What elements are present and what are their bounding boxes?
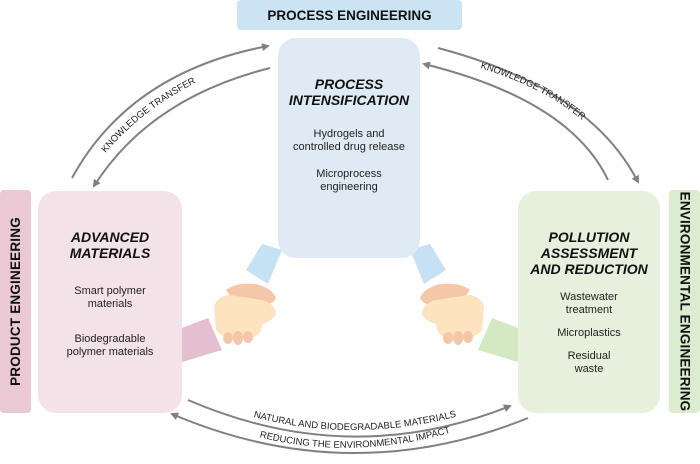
box-title: ADVANCED MATERIALS	[38, 229, 182, 261]
item-line: Smart polymer	[74, 285, 146, 297]
item-line: controlled drug release	[293, 141, 405, 153]
environmental-engineering-label: ENVIRONMENTAL ENGINEERING	[669, 190, 700, 413]
process-intensification-box: PROCESS INTENSIFICATION Hydrogels and co…	[278, 38, 420, 258]
pollution-assessment-box: POLLUTION ASSESSMENT AND REDUCTION Waste…	[518, 191, 660, 413]
handshake-right-icon	[420, 283, 484, 345]
box-item: Microplastics	[518, 327, 660, 340]
box-item: Residual waste	[518, 350, 660, 376]
handshake-left-icon	[214, 283, 276, 345]
item-line: Biodegradable	[74, 333, 146, 345]
item-line: materials	[87, 298, 133, 310]
title-line: INTENSIFICATION	[288, 92, 410, 108]
box-item: Hydrogels and controlled drug release	[278, 128, 420, 154]
arrow-top-right-outer	[437, 47, 639, 184]
arrow-top-right-inner	[422, 61, 609, 181]
title-line: AND REDUCTION	[530, 261, 648, 277]
arrow-top-left-inner	[92, 67, 271, 188]
item-line: polymer materials	[66, 346, 154, 358]
product-engineering-label: PRODUCT ENGINEERING	[0, 190, 31, 413]
title-line: ASSESSMENT	[540, 245, 638, 261]
banner-label: PROCESS ENGINEERING	[267, 7, 432, 23]
box-item: Microprocess engineering	[278, 168, 420, 194]
blue-sleeve-left	[246, 244, 282, 284]
item-line: Microprocess	[316, 168, 382, 180]
item-line: Wastewater	[560, 291, 618, 303]
box-title: PROCESS INTENSIFICATION	[278, 76, 420, 108]
title-line: PROCESS	[314, 76, 384, 92]
arrow-top-left-outer	[71, 43, 270, 179]
item-line: Residual	[567, 350, 611, 362]
title-line: ADVANCED	[70, 229, 150, 245]
arrow-label-top-right: KNOWLEDGE TRANSFER	[479, 60, 587, 122]
box-item: Smart polymer materials	[38, 285, 182, 311]
item-line: engineering	[320, 181, 378, 193]
arrow-label-top-left: KNOWLEDGE TRANSFER	[99, 75, 197, 155]
blue-sleeve-right	[410, 244, 446, 284]
advanced-materials-box: ADVANCED MATERIALS Smart polymer materia…	[38, 191, 182, 413]
arrow-bottom-lower	[170, 412, 529, 454]
item-line: waste	[574, 363, 604, 375]
process-engineering-banner: PROCESS ENGINEERING	[237, 0, 462, 30]
box-item: Wastewater treatment	[518, 291, 660, 317]
item-line: Microplastics	[557, 327, 621, 339]
item-line: treatment	[565, 304, 613, 316]
title-line: POLLUTION	[548, 229, 630, 245]
side-label-right-text: ENVIRONMENTAL ENGINEERING	[677, 191, 692, 412]
box-title: POLLUTION ASSESSMENT AND REDUCTION	[518, 229, 660, 277]
side-label-left-text: PRODUCT ENGINEERING	[8, 217, 23, 386]
arrow-bottom-upper	[187, 399, 512, 438]
pink-sleeve-left	[182, 318, 222, 362]
item-line: Hydrogels and	[313, 128, 385, 140]
box-item: Biodegradable polymer materials	[38, 333, 182, 359]
title-line: MATERIALS	[69, 245, 151, 261]
green-sleeve-right	[478, 318, 518, 362]
